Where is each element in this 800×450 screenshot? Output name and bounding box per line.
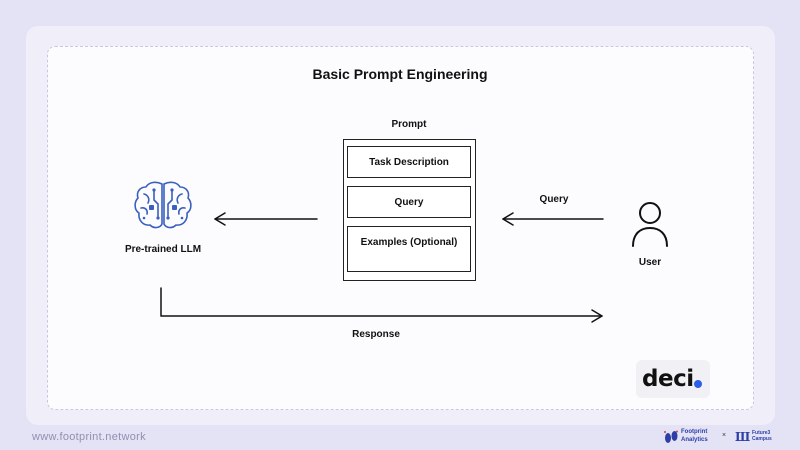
prompt-label: Prompt [391,119,427,130]
footprint-logo-icon [664,430,678,443]
prompt-to-llm-arrow [214,212,318,226]
footprint-brand-name: Footprint Analytics [681,429,708,443]
brain-icon [134,181,192,229]
footer-url: www.footprint.network [32,431,146,443]
deci-logo-dot [694,380,702,388]
prompt-box: Task Description Query Examples (Optiona… [343,139,476,281]
response-arrow [160,287,603,323]
query-arrow-label: Query [539,194,569,205]
user-icon [632,202,668,247]
llm-label: Pre-trained LLM [124,244,202,255]
prompt-item-query: Query [347,186,471,218]
deci-logo: deci [642,366,694,392]
user-to-prompt-arrow [502,212,604,226]
future3-brand-name: Future3 Campus [752,430,772,442]
response-arrow-label: Response [352,329,400,340]
prompt-item-task-description: Task Description [347,146,471,178]
user-label: User [638,257,662,268]
prompt-item-examples: Examples (Optional) [347,226,471,272]
brand-separator: × [722,432,727,439]
future3-logo-icon: Ш [735,430,751,444]
logo-background [636,360,710,398]
diagram-title: Basic Prompt Engineering [312,66,488,82]
